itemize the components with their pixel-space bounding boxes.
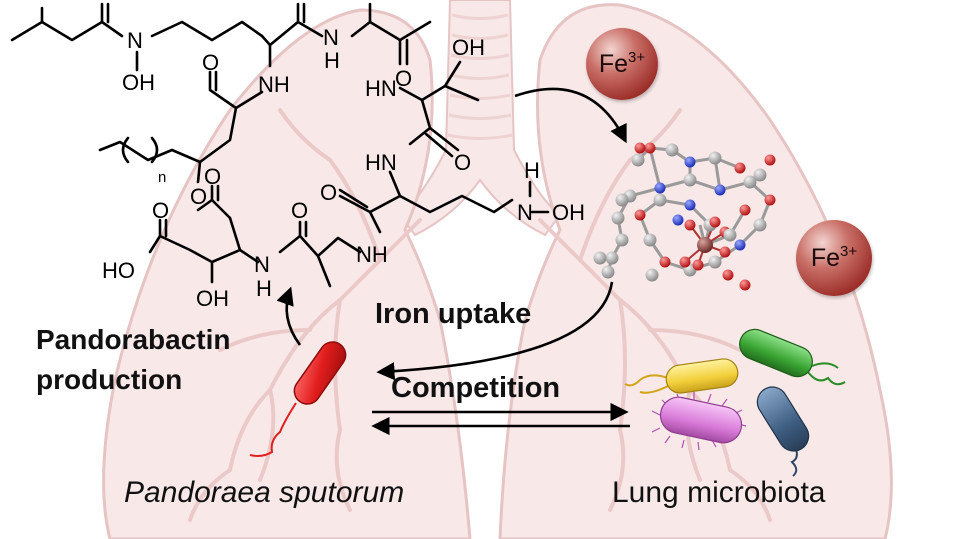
atom-sphere-carbon: [615, 193, 629, 207]
production-label-line2: production: [36, 364, 183, 395]
lung-microbiota: [624, 328, 846, 477]
atom-sphere-oxygen: [684, 219, 696, 231]
atom-oh-acid: OH: [196, 286, 229, 311]
atom-sphere-oxygen: [764, 194, 776, 206]
atom-sphere-oxygen: [709, 216, 721, 228]
atom-sphere-carbon: [645, 268, 659, 282]
atom-sphere-carbon: [643, 233, 657, 247]
atom-sphere-oxygen: [764, 154, 776, 166]
fe3-ion-right: Fe3+: [796, 220, 872, 296]
atom-sphere-oxygen: [679, 256, 691, 268]
pandoraea-cell: [293, 341, 347, 405]
atom-sphere-oxygen: [719, 246, 731, 258]
atom-n-top: N: [323, 25, 339, 50]
atom-sphere-nitrogen: [684, 156, 696, 168]
fe3-ion-top: Fe3+: [586, 28, 658, 100]
atom-h-ala: H: [256, 276, 272, 301]
atom-sphere-carbon: [743, 175, 757, 189]
atom-o-hydroxamate: N: [127, 28, 143, 53]
structure-atom-labels: N OH NH N H O HN OH O HN O H N OH NH O N…: [102, 25, 585, 311]
pink-bacterium: [651, 392, 747, 451]
atom-sphere-carbon: [615, 233, 629, 247]
atom-o-2: O: [395, 66, 412, 91]
atom-sphere-oxygen: [739, 204, 751, 216]
atom-sphere-oxygen: [734, 162, 746, 174]
atom-sphere-oxygen: [644, 142, 656, 154]
atom-o-ester-co: O: [204, 164, 221, 189]
atom-sphere-iron: [697, 237, 713, 253]
atom-sphere-carbon: [665, 143, 679, 157]
fe3-label-top: Fe3+: [598, 49, 646, 78]
arrows: [276, 87, 630, 436]
atom-sphere-carbon: [723, 228, 737, 242]
atom-sphere-oxygen: [634, 209, 646, 221]
atom-sphere-oxygen: [739, 279, 751, 291]
iron-complex-model: [593, 142, 776, 291]
atom-sphere-carbon: [683, 173, 697, 187]
atom-hn-orn: HN: [365, 150, 397, 175]
atom-sphere-nitrogen: [654, 182, 666, 194]
pandoraea-bacterium: [249, 341, 347, 457]
atom-n-ala: N: [254, 252, 270, 277]
pandoraea-flagellum: [249, 402, 297, 457]
atom-o-thr: O: [454, 150, 471, 175]
atom-sphere-nitrogen: [734, 239, 746, 251]
yellow-bacterium: [624, 358, 739, 394]
atom-oh-orn: OH: [552, 200, 585, 225]
atom-n-subscript: n: [158, 169, 166, 186]
atom-n-orn: N: [517, 200, 533, 225]
atom-sphere-carbon: [605, 251, 619, 265]
atom-nh-ala: NH: [356, 242, 388, 267]
atom-o-ester: O: [190, 184, 207, 209]
iron-uptake-label: Iron uptake: [375, 298, 532, 330]
competition-label: Competition: [391, 372, 561, 404]
green-bacterium: [739, 328, 846, 386]
blue-bacterium: [756, 386, 810, 477]
atom-sphere-nitrogen: [684, 199, 696, 211]
pandorabactin-structure: [10, 2, 550, 288]
atom-sphere-oxygen: [659, 256, 671, 268]
arrow-production: [276, 286, 302, 346]
atom-sphere-carbon: [753, 218, 767, 232]
atom-o-amide-fatty: O: [202, 50, 219, 75]
organism-label: Pandoraea sputorum: [124, 476, 405, 509]
atom-oh-hydroxamate: OH: [122, 70, 155, 95]
atom-ho-acid: HO: [102, 258, 135, 283]
atom-sphere-nitrogen: [714, 184, 726, 196]
atom-sphere-oxygen: [692, 259, 704, 271]
arrow-to-iron-complex: [514, 87, 627, 144]
production-label-line1: Pandorabactin: [36, 324, 231, 355]
atom-sphere-oxygen: [722, 269, 734, 281]
atom-sphere-nitrogen: [672, 214, 684, 226]
atom-sphere-oxygen: [634, 142, 646, 154]
atom-o-ala: O: [291, 198, 308, 223]
microbiota-label: Lung microbiota: [612, 476, 826, 509]
fe3-label-right: Fe3+: [810, 243, 858, 272]
atom-sphere-carbon: [708, 255, 722, 269]
lung-background: [102, 0, 893, 539]
atom-o-orn: O: [320, 180, 337, 205]
atom-nh-1: NH: [258, 72, 290, 97]
atom-sphere-carbon: [601, 265, 615, 279]
atom-sphere-carbon: [753, 168, 767, 182]
atom-sphere-carbon: [631, 153, 645, 167]
atom-sphere-carbon: [708, 151, 722, 165]
atom-sphere-carbon: [653, 193, 667, 207]
trachea-rings: [447, 13, 513, 140]
bronchi-left: [188, 108, 422, 522]
atom-h-orn-n: H: [524, 158, 540, 183]
atom-h-top: H: [324, 48, 340, 73]
atom-sphere-carbon: [611, 211, 625, 225]
atom-o-acid: O: [152, 198, 169, 223]
arrow-iron-uptake: [376, 281, 614, 381]
atom-oh-top: OH: [452, 35, 485, 60]
atom-sphere-carbon: [593, 251, 607, 265]
atom-hn-thr: HN: [365, 76, 397, 101]
